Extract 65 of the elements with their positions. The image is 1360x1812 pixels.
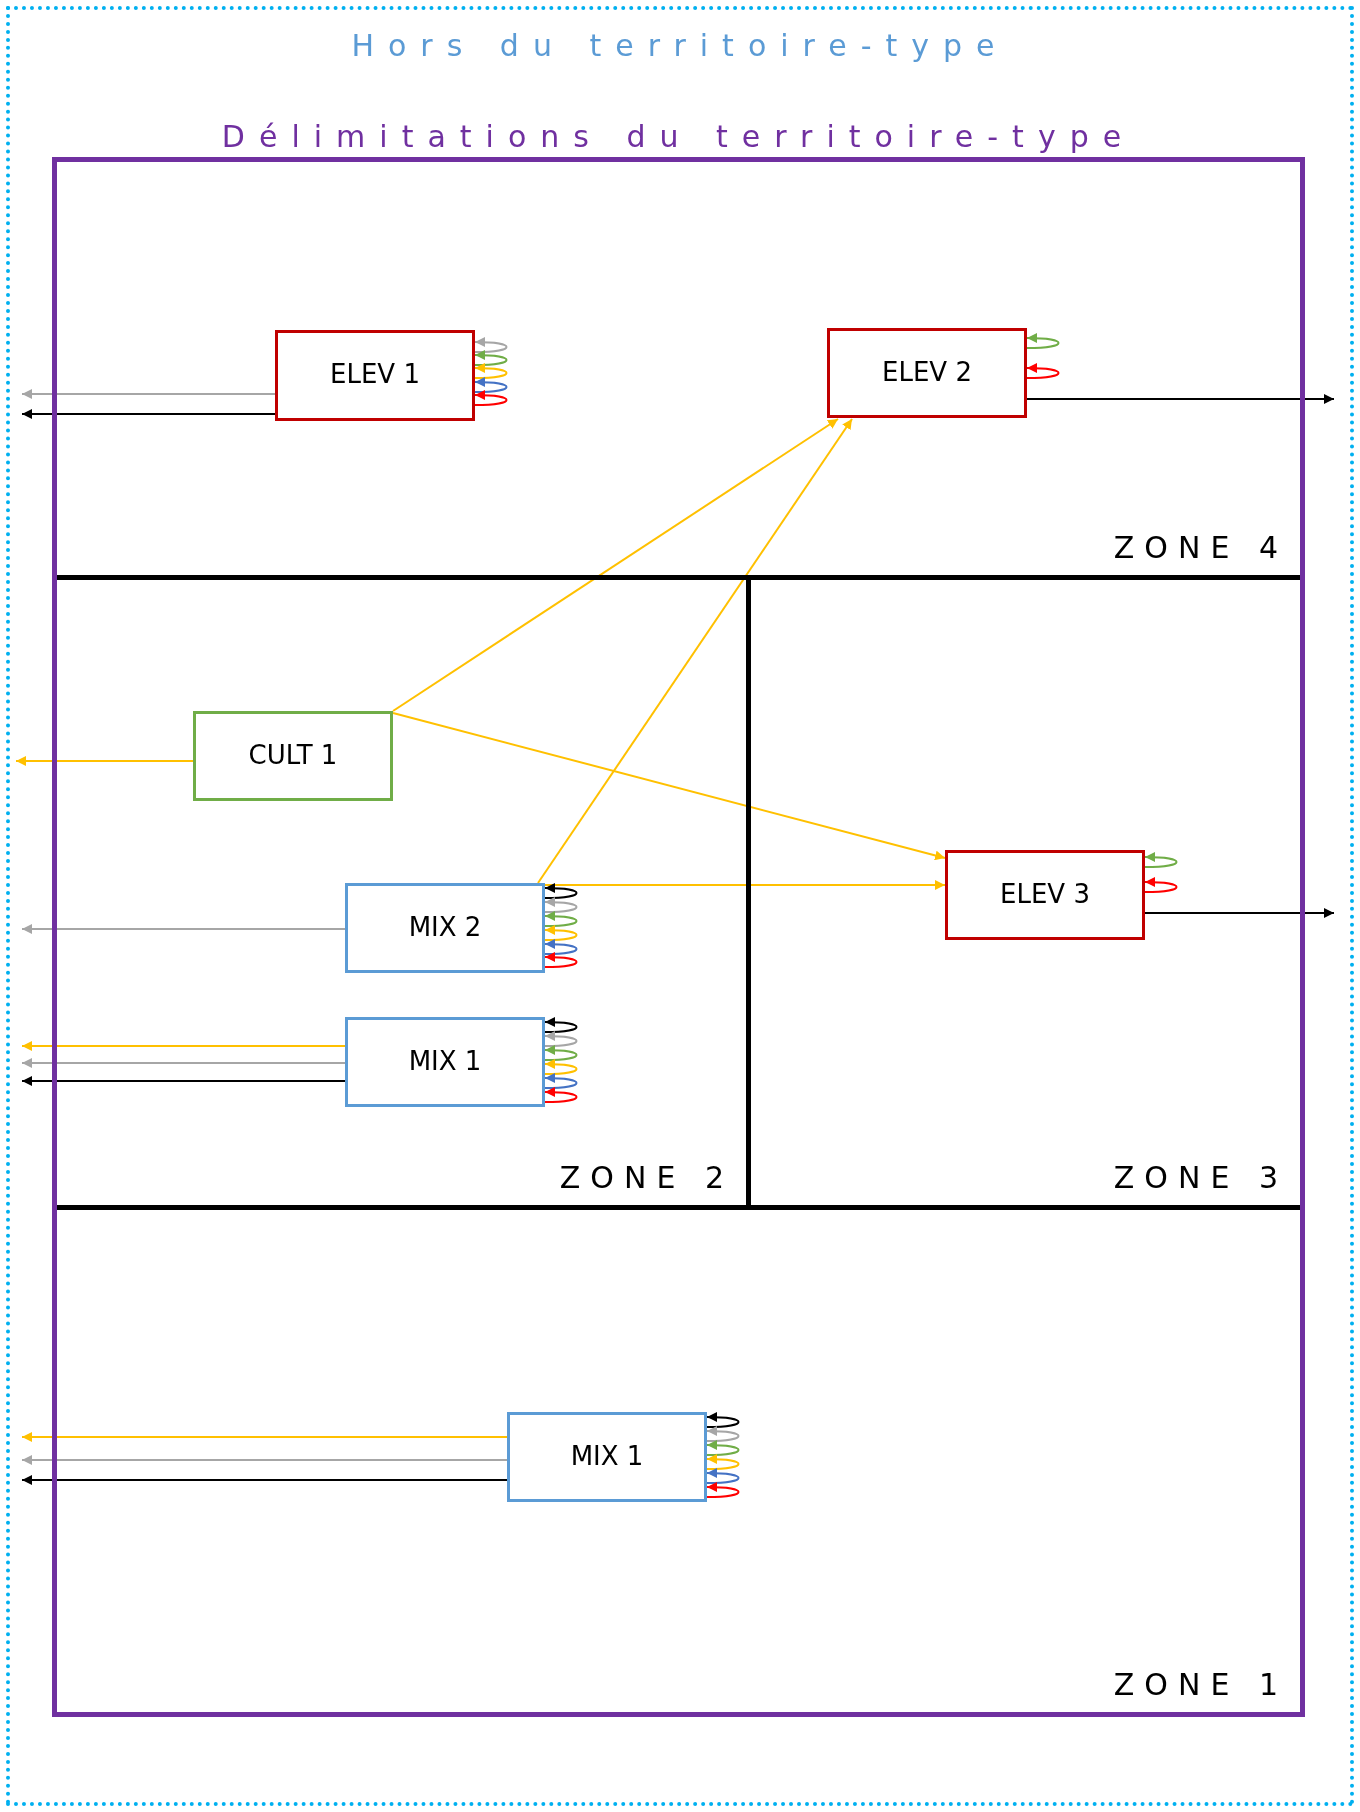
loop-arrow bbox=[544, 1059, 578, 1075]
arrow bbox=[21, 1455, 508, 1465]
node-label: MIX 1 bbox=[407, 1046, 483, 1076]
arrow bbox=[21, 1041, 346, 1051]
arrow bbox=[21, 1076, 346, 1086]
loop-arrow bbox=[474, 377, 508, 393]
process-box bbox=[193, 711, 393, 801]
arrow bbox=[21, 924, 346, 934]
loop-arrow bbox=[544, 1045, 578, 1061]
zone-label: ZONE 4 bbox=[1113, 530, 1288, 565]
loop-arrow bbox=[1144, 852, 1178, 868]
node-label: ELEV 2 bbox=[881, 357, 973, 387]
loop-arrow bbox=[474, 350, 508, 366]
loop-arrow bbox=[474, 363, 508, 379]
arrow bbox=[21, 1058, 346, 1068]
process-box bbox=[345, 1017, 545, 1107]
zone-label: ZONE 2 bbox=[559, 1160, 734, 1195]
node-label: CULT 1 bbox=[247, 740, 339, 770]
node-label: MIX 2 bbox=[407, 912, 483, 942]
loop-arrow bbox=[706, 1468, 740, 1484]
loop-arrow bbox=[706, 1412, 740, 1428]
loop-arrow bbox=[1026, 363, 1060, 379]
boundary-title: Hors du territoire-type bbox=[350, 28, 1010, 63]
process-box bbox=[507, 1412, 707, 1502]
zone-region bbox=[57, 580, 751, 1210]
arrow bbox=[392, 418, 839, 712]
loop-arrow bbox=[544, 939, 578, 955]
loop-arrow bbox=[544, 1087, 578, 1103]
arrow bbox=[15, 756, 194, 766]
loop-arrow bbox=[706, 1440, 740, 1456]
arrow bbox=[21, 1475, 508, 1485]
arrow bbox=[1144, 908, 1335, 918]
arrow bbox=[21, 389, 276, 399]
loop-arrow bbox=[544, 952, 578, 968]
loop-arrow bbox=[544, 1017, 578, 1033]
process-box bbox=[827, 328, 1027, 418]
loop-arrow bbox=[544, 1031, 578, 1047]
loop-arrow bbox=[1144, 877, 1178, 893]
loop-arrow bbox=[706, 1454, 740, 1470]
loop-arrow bbox=[544, 911, 578, 927]
loop-arrow bbox=[544, 883, 578, 899]
node-label: ELEV 3 bbox=[999, 879, 1091, 909]
zone-label: ZONE 3 bbox=[1113, 1160, 1288, 1195]
loop-arrow bbox=[706, 1426, 740, 1442]
outer-boundary bbox=[6, 6, 1354, 1806]
node-label: MIX 1 bbox=[569, 1441, 645, 1471]
loop-arrow bbox=[544, 1073, 578, 1089]
loop-arrow bbox=[474, 390, 508, 406]
arrow bbox=[537, 418, 853, 884]
process-box bbox=[275, 330, 475, 421]
loop-arrow bbox=[474, 337, 508, 353]
node-label: ELEV 1 bbox=[329, 359, 421, 389]
arrow bbox=[392, 712, 946, 861]
loop-arrow bbox=[544, 897, 578, 913]
arrow bbox=[21, 409, 276, 419]
zone-label: ZONE 1 bbox=[1113, 1667, 1288, 1702]
arrow bbox=[544, 880, 946, 890]
loop-arrow bbox=[706, 1482, 740, 1498]
process-box bbox=[945, 850, 1145, 940]
process-box bbox=[345, 883, 545, 973]
arrow bbox=[21, 1432, 508, 1442]
boundary-title: Délimitations du territoire-type bbox=[220, 119, 1137, 154]
loop-arrow bbox=[1026, 333, 1060, 349]
arrow bbox=[1026, 394, 1335, 404]
loop-arrow bbox=[544, 925, 578, 941]
